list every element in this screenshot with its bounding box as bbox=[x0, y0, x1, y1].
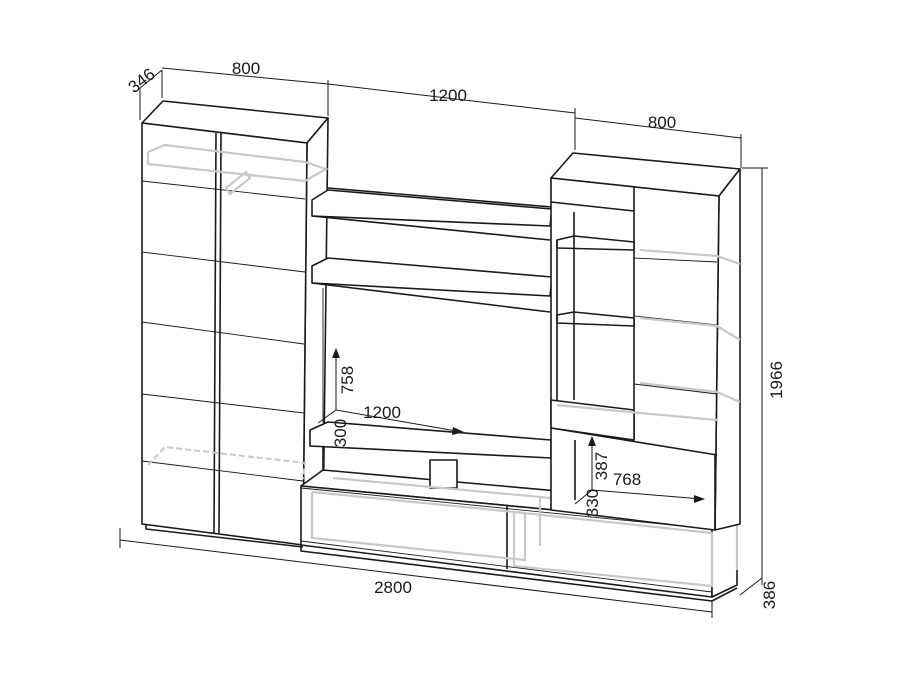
dim-left-width: 800 bbox=[232, 59, 260, 78]
dim-total-height: 1966 bbox=[767, 361, 786, 399]
dim-right-width: 800 bbox=[648, 113, 676, 132]
dim-right-niche-depth: 330 bbox=[583, 489, 602, 517]
dim-shelf-depth: 300 bbox=[331, 419, 350, 447]
dim-niche-height: 758 bbox=[338, 366, 357, 394]
dimension-lines bbox=[119, 67, 768, 618]
dim-right-niche-height: 387 bbox=[592, 452, 611, 480]
dim-right-niche-width: 768 bbox=[613, 470, 641, 489]
dim-total-width: 2800 bbox=[374, 578, 412, 597]
dim-center-width: 1200 bbox=[429, 86, 467, 105]
left-wardrobe bbox=[141, 100, 329, 548]
right-cabinet bbox=[550, 152, 741, 531]
dim-left-depth: 346 bbox=[125, 64, 159, 96]
dim-base-depth: 386 bbox=[760, 581, 779, 609]
dim-niche-width: 1200 bbox=[363, 403, 401, 422]
